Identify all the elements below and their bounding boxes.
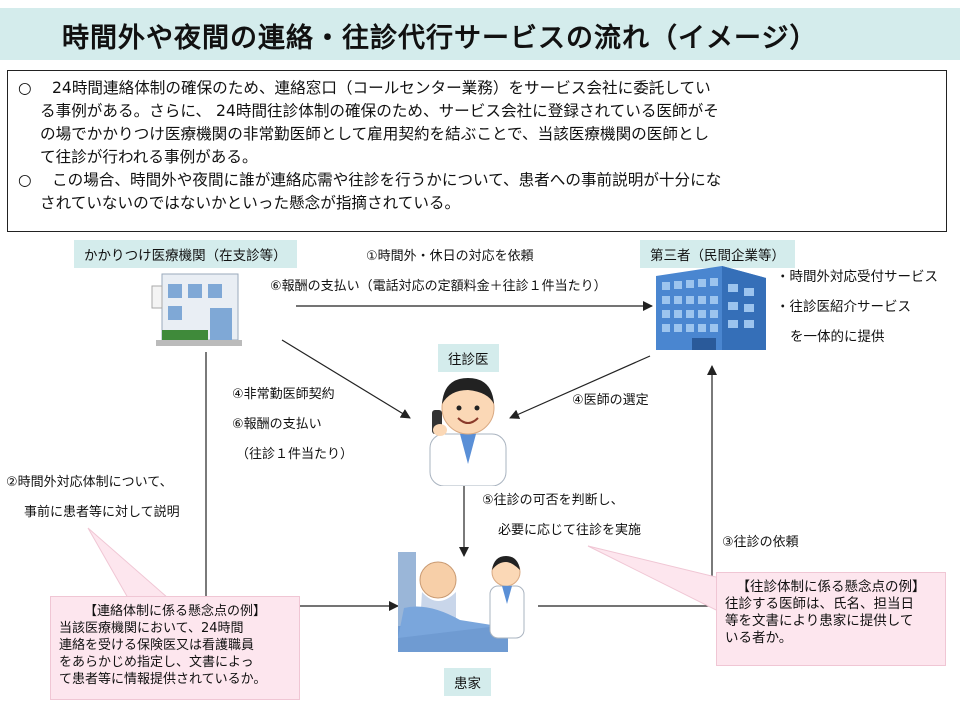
bullet-1: ○ (18, 79, 32, 97)
summary-line: の場でかかりつけ医療機関の非常勤医師として雇用契約を結ぶことで、当該医療機関の医… (40, 125, 710, 143)
visit-concern-line: 等を文書により患家に提供して (725, 613, 914, 629)
flow-6b-note: （往診１件当たり） (236, 447, 354, 462)
visit-concern-box: 【往診体制に係る懸念点の例】 往診する医師は、氏名、担当日 等を文書により患家に… (716, 572, 946, 666)
contact-concern-title: 【連絡体制に係る懸念点の例】 (83, 604, 266, 619)
visit-concern-title: 【往診体制に係る懸念点の例】 (736, 579, 926, 595)
bullet-2: ○ (18, 171, 32, 189)
summary-line: されていないのではないかといった懸念が指摘されている。 (40, 194, 461, 212)
flow-2-line2: 事前に患者等に対して説明 (24, 505, 180, 520)
arrow-clinic-to-doctor (281, 339, 411, 419)
contact-concern-box: 【連絡体制に係る懸念点の例】 当該医療機関において、24時間 連絡を受ける保険医… (50, 596, 300, 700)
service-2: ・往診医紹介サービス (776, 299, 911, 315)
flow-5-line2: 必要に応じて往診を実施 (498, 523, 642, 538)
clinic-building-icon (151, 273, 242, 346)
visit-concern-line: 往診する医師は、氏名、担当日 (725, 596, 914, 612)
summary-line: ○ この場合、時間外や夜間に誰が連絡応需や往診を行うかについて、患者への事前説明が… (18, 169, 936, 192)
summary-line: て往診が行われる事例がある。 (40, 148, 258, 166)
clinic-label: かかりつけ医療機関（在支診等） (74, 240, 297, 268)
contact-concern-line: 当該医療機関において、24時間 (59, 621, 244, 636)
service-3: を一体的に提供 (790, 329, 885, 345)
summary-box: ○ 24時間連絡体制の確保のため、連絡窓口（コールセンター業務）をサービス会社に委… (7, 70, 947, 232)
flow-3-label: ③往診の依頼 (722, 535, 799, 550)
flow-4b-label: ④医師の選定 (572, 393, 649, 408)
summary-line: ○ 24時間連絡体制の確保のため、連絡窓口（コールセンター業務）をサービス会社に委… (18, 77, 936, 100)
right-callout-tail (587, 545, 721, 613)
summary-p1-l1: 24時間連絡体制の確保のため、連絡窓口（コールセンター業務）をサービス会社に委託… (52, 79, 711, 97)
page-title: 時間外や夜間の連絡・往診代行サービスの流れ（イメージ） (62, 23, 818, 54)
contact-concern-line: 連絡を受ける保険医又は看護職員 (59, 638, 255, 653)
flow-1-label: ①時間外・休日の対応を依頼 (366, 249, 534, 264)
doctor-on-phone-icon (429, 378, 507, 486)
doctor-visiting-patient-icon (398, 552, 525, 652)
summary-line: る事例がある。さらに、 24時間往診体制の確保のため、サービス会社に登録されてい… (40, 102, 719, 120)
third-party-label: 第三者（民間企業等） (640, 240, 795, 268)
left-callout-tail (87, 527, 170, 599)
doctor-label: 往診医 (438, 344, 499, 372)
flow-2-line1: ②時間外対応体制について、 (6, 475, 173, 490)
flow-6b-label: ⑥報酬の支払い (232, 417, 322, 432)
office-building-icon (656, 266, 766, 350)
visit-concern-line: いる者か。 (725, 630, 793, 646)
summary-p2-l1: この場合、時間外や夜間に誰が連絡応需や往診を行うかについて、患者への事前説明が十… (52, 171, 722, 189)
flow-6a-label: ⑥報酬の支払い（電話対応の定額料金＋往診１件当たり） (270, 279, 607, 294)
flow-4a-label: ④非常勤医師契約 (232, 387, 335, 402)
title-bar (0, 8, 960, 60)
patient-label: 患家 (444, 668, 491, 696)
arrow-thirdparty-to-doctor (509, 355, 651, 419)
service-1: ・時間外対応受付サービス (776, 269, 938, 285)
flow-5-line1: ⑤往診の可否を判断し、 (482, 493, 624, 508)
contact-concern-line: て患者等に情報提供されているか。 (59, 672, 267, 687)
contact-concern-line: をあらかじめ指定し、文書によっ (59, 655, 254, 670)
